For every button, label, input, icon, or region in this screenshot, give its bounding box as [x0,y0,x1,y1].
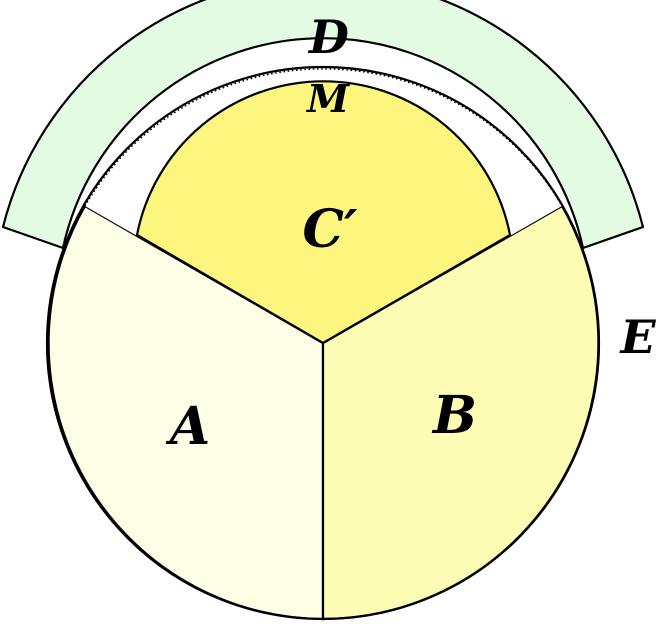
label-b: B [431,385,477,446]
label-d: D [307,10,349,64]
label-c-prime: C′ [302,199,357,260]
label-m: M [305,76,350,121]
region-c-prime [135,80,512,345]
band-d [1,0,645,250]
label-e: E [618,310,656,364]
label-a: A [165,396,210,457]
disc-e-outline [45,65,601,621]
